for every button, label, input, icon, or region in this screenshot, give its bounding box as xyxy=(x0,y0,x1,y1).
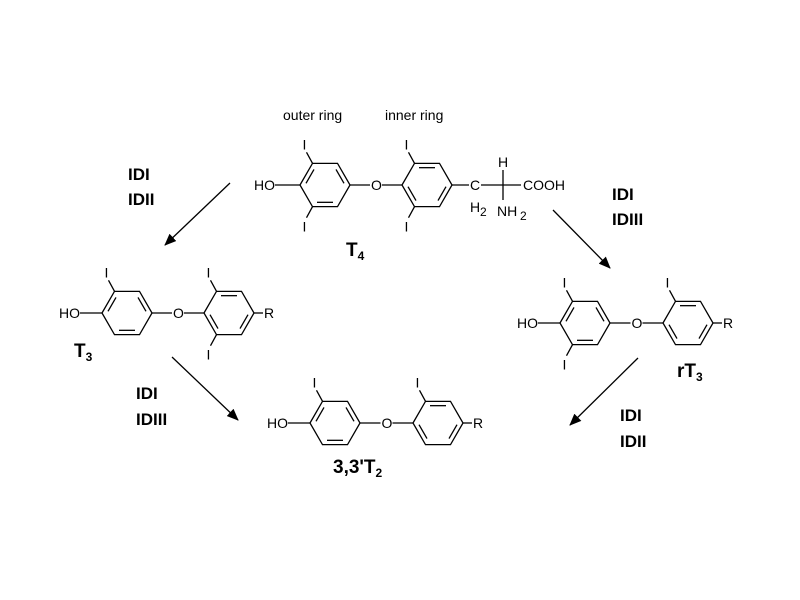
svg-text:2: 2 xyxy=(520,209,527,223)
arrow-t3-to-t2 xyxy=(171,356,239,421)
ether-oxygen: O xyxy=(173,305,184,321)
t3-structure: HO I O I I R xyxy=(59,264,274,362)
svg-text:IDIII: IDIII xyxy=(612,210,643,229)
iodine-atom: I xyxy=(207,347,211,363)
svg-text:IDI: IDI xyxy=(612,185,634,204)
r-group: R xyxy=(264,305,274,321)
iodine-atom: I xyxy=(313,374,317,390)
t2-label: 3,3'T2 xyxy=(333,457,383,480)
iodine-atom: I xyxy=(563,357,567,373)
enzymes-t4-to-rt3: IDI IDIII xyxy=(612,185,643,229)
enzymes-rt3-to-t2: IDI IDII xyxy=(620,406,646,451)
svg-text:IDIII: IDIII xyxy=(136,410,167,429)
arrow-t4-to-rt3 xyxy=(552,209,611,269)
ether-oxygen: O xyxy=(382,415,393,431)
iodine-atom: I xyxy=(416,374,420,390)
iodine-atom: I xyxy=(405,136,409,152)
svg-text:NH: NH xyxy=(497,203,517,219)
r-group: R xyxy=(723,315,733,331)
svg-text:H: H xyxy=(498,154,508,170)
iodine-atom: I xyxy=(207,264,211,280)
hydroxyl-group: HO xyxy=(267,415,288,431)
hydroxyl-group: HO xyxy=(517,315,538,331)
iodine-atom: I xyxy=(303,219,307,235)
arrow-rt3-to-t2 xyxy=(569,357,639,426)
svg-text:H: H xyxy=(470,199,480,215)
rt3-structure: HO I I O I R xyxy=(517,274,733,372)
svg-text:IDI: IDI xyxy=(136,384,158,403)
iodine-atom: I xyxy=(666,274,670,290)
inner-ring-label: inner ring xyxy=(385,107,443,123)
iodine-atom: I xyxy=(303,136,307,152)
rt3-label: rT3 xyxy=(677,361,703,384)
iodine-atom: I xyxy=(105,264,109,280)
hydroxyl-group: HO xyxy=(59,305,80,321)
svg-text:2: 2 xyxy=(480,205,487,219)
t4-side-chain: C H 2 H NH 2 COOH xyxy=(452,154,565,223)
arrow-t4-to-t3 xyxy=(164,182,231,246)
t2-structure: HO I O I R xyxy=(267,374,483,446)
outer-ring-label: outer ring xyxy=(283,107,342,123)
svg-text:COOH: COOH xyxy=(523,177,565,193)
svg-text:IDII: IDII xyxy=(620,432,646,451)
enzymes-t3-to-t2: IDI IDIII xyxy=(136,384,167,429)
iodine-atom: I xyxy=(405,219,409,235)
svg-text:IDI: IDI xyxy=(128,165,150,184)
structures: HO I I O I I HO I O I I R HO I I O I R HO I O I R xyxy=(59,136,733,446)
t4-structure: HO I I O I I xyxy=(254,136,453,235)
enzymes-t4-to-t3: IDI IDII xyxy=(128,165,154,209)
svg-text:C: C xyxy=(470,177,480,193)
ether-oxygen: O xyxy=(371,177,382,193)
iodine-atom: I xyxy=(563,274,567,290)
svg-text:IDI: IDI xyxy=(620,406,642,425)
t4-label: T4 xyxy=(346,240,365,263)
r-group: R xyxy=(473,415,483,431)
svg-text:IDII: IDII xyxy=(128,190,154,209)
t3-label: T3 xyxy=(74,341,93,364)
ether-oxygen: O xyxy=(632,315,643,331)
hydroxyl-group: HO xyxy=(254,177,275,193)
